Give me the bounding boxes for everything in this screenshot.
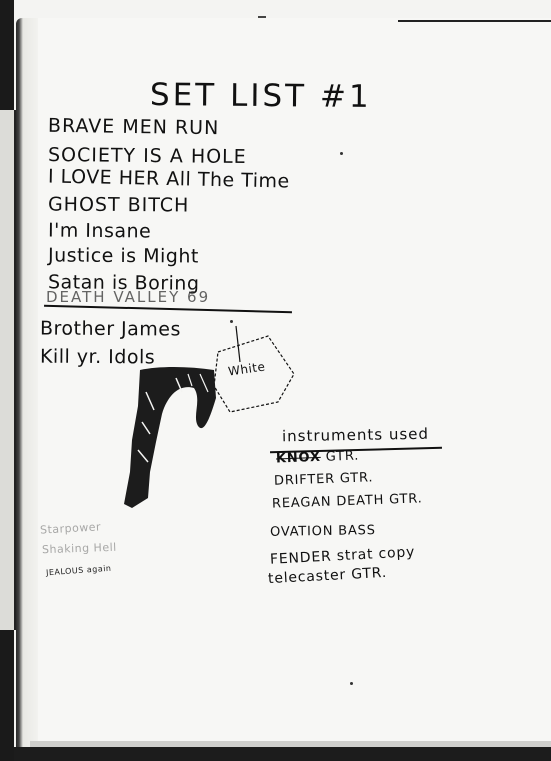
notebook-page [38,18,551,743]
song-item: I'm Insane [47,219,152,243]
notebook-binding [16,18,38,753]
ink-dot [340,152,343,155]
scan-bottom-edge [14,747,551,761]
scan-bottom-gap [30,741,551,749]
song-item: Justice is Might [47,244,199,268]
song-item-crossed-out: DEATH VALLEY 69 [46,288,211,306]
struck-word: KNOX [275,449,322,467]
instruments-header: instruments used [281,424,430,446]
ink-dot [350,682,353,685]
scan-left-gap [0,110,16,630]
instrument-item: KNOX GTR. [276,449,360,467]
ink-dot [230,320,233,323]
faint-note: Shaking Hell [41,540,117,557]
instrument-item: OVATION BASS [269,523,376,540]
song-item: SOCIETY IS A HOLE [47,143,247,169]
instrument-label: GTR. [325,448,360,465]
song-item: BRAVE MEN RUN [47,114,220,140]
top-rule [398,20,551,22]
legs-drawing-icon [124,325,295,508]
top-dash-mark [258,16,266,18]
song-item: GHOST BITCH [47,193,190,217]
page-title: SET LIST #1 [149,77,372,115]
